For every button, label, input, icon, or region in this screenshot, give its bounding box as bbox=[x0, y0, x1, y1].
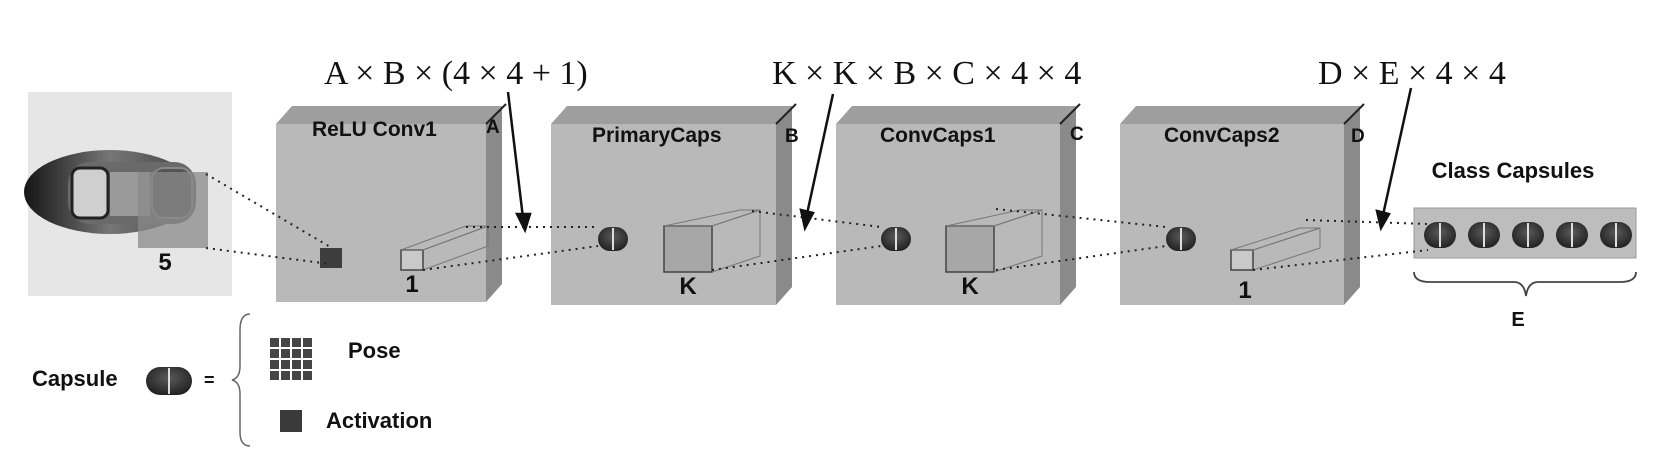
kernel-square bbox=[1230, 249, 1254, 271]
pose-grid-cell bbox=[292, 338, 301, 347]
class-capsule bbox=[1512, 222, 1544, 248]
input-kernel-label: 5 bbox=[158, 249, 171, 276]
formula-arrows bbox=[506, 87, 1413, 234]
layer-convcaps2: ConvCaps2 D 1 bbox=[1120, 103, 1365, 305]
legend-capsule-label: Capsule bbox=[32, 366, 118, 391]
pose-grid-cell bbox=[303, 338, 312, 347]
layer-convcaps1: ConvCaps1 C K bbox=[836, 103, 1084, 305]
pose-grid-cell bbox=[303, 349, 312, 358]
pose-grid-cell bbox=[270, 360, 279, 369]
layer-primarycaps: PrimaryCaps B K bbox=[551, 103, 799, 305]
layer-corner-label: D bbox=[1351, 126, 1365, 147]
layer-kernel-label: K bbox=[961, 273, 979, 300]
connection-lines bbox=[205, 173, 1429, 271]
pose-grid-cell bbox=[270, 371, 279, 380]
pose-grid-cell bbox=[270, 338, 279, 347]
formula-conv1: A × B × (4 × 4 + 1) bbox=[324, 55, 588, 92]
class-capsules-title: Class Capsules bbox=[1432, 158, 1595, 183]
class-capsule bbox=[1424, 222, 1456, 248]
pose-grid-cell bbox=[281, 338, 290, 347]
legend-equals: = bbox=[204, 370, 215, 390]
layer-kernel-label: 1 bbox=[1238, 277, 1251, 304]
pose-grid-cell bbox=[292, 349, 301, 358]
legend: Capsule = Pose Activation bbox=[32, 313, 432, 447]
legend-activation-label: Activation bbox=[326, 408, 432, 433]
layer-title: ReLU Conv1 bbox=[312, 118, 437, 141]
pose-grid-cell bbox=[281, 360, 290, 369]
layer-title: ConvCaps1 bbox=[880, 124, 996, 147]
layer-title: PrimaryCaps bbox=[592, 124, 722, 147]
class-capsules-count-label: E bbox=[1511, 309, 1524, 331]
layer-kernel-label: K bbox=[679, 273, 697, 300]
pose-grid-cell bbox=[292, 360, 301, 369]
formula-class-capsules: D × E × 4 × 4 bbox=[1318, 55, 1506, 92]
layer-corner-label: C bbox=[1070, 124, 1084, 145]
legend-brace bbox=[231, 313, 251, 447]
pose-grid-icon bbox=[270, 338, 312, 380]
input-receptive-field bbox=[138, 172, 208, 248]
layer-title: ConvCaps2 bbox=[1164, 124, 1280, 147]
formula-primarycaps: K × K × B × C × 4 × 4 bbox=[772, 55, 1081, 92]
kernel-square bbox=[663, 225, 713, 273]
pose-grid-cell bbox=[292, 371, 301, 380]
pose-grid-cell bbox=[303, 360, 312, 369]
class-capsule-row bbox=[1424, 222, 1632, 248]
kernel-square bbox=[400, 249, 424, 271]
capsule-primarycaps bbox=[598, 227, 628, 251]
legend-capsule-icon bbox=[146, 367, 192, 395]
capsule-convcaps2 bbox=[1166, 227, 1196, 251]
legend-pose-label: Pose bbox=[348, 338, 401, 363]
kernel-square bbox=[945, 225, 995, 273]
class-capsule bbox=[1468, 222, 1500, 248]
pose-grid-cell bbox=[281, 349, 290, 358]
class-capsule bbox=[1600, 222, 1632, 248]
input-image bbox=[24, 92, 232, 296]
class-capsules-brace bbox=[1413, 271, 1637, 297]
pose-grid-cell bbox=[281, 371, 290, 380]
layer-kernel-label: 1 bbox=[405, 271, 418, 298]
activation-icon bbox=[280, 410, 302, 432]
pose-grid-cell bbox=[270, 349, 279, 358]
layer-relu-conv1: ReLU Conv1 A 1 bbox=[276, 103, 507, 302]
class-capsule bbox=[1556, 222, 1588, 248]
layer-corner-label: A bbox=[486, 117, 500, 138]
pose-grid-cell bbox=[303, 371, 312, 380]
layer-corner-label: B bbox=[785, 126, 799, 147]
capsule-convcaps1 bbox=[881, 227, 911, 251]
activation-square bbox=[320, 248, 342, 268]
